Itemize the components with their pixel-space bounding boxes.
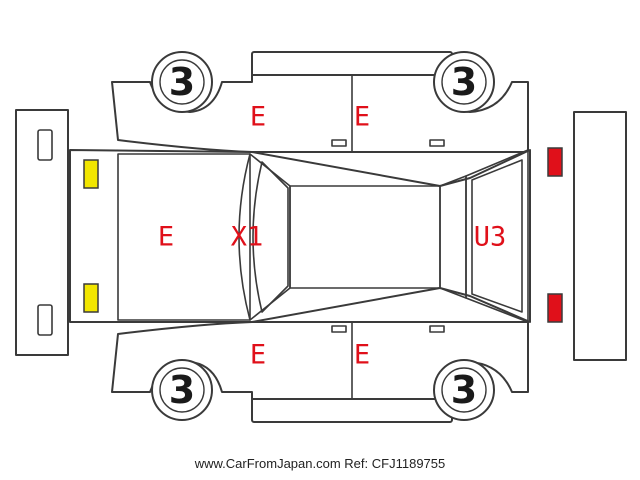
- wheel-front-right: 3: [151, 359, 213, 421]
- wheel-rear-right-grade: 3: [451, 368, 477, 412]
- wheel-rear-left: 3: [433, 51, 495, 113]
- damage-code-hood: E: [158, 222, 174, 253]
- rear-bumper: [573, 111, 627, 361]
- wheel-rear-right: 3: [433, 359, 495, 421]
- front-bumper: [15, 109, 69, 356]
- roof-side-bottom: [251, 397, 453, 423]
- roof-side-top: [251, 51, 453, 77]
- rear-left-light: [547, 147, 563, 177]
- damage-code-rear-door-bottom: E: [354, 340, 370, 371]
- damage-code-front-door-top: E: [250, 102, 266, 133]
- wheel-front-left: 3: [151, 51, 213, 113]
- damage-code-tailgate: U3: [474, 222, 507, 253]
- wheel-front-left-grade: 3: [169, 60, 195, 104]
- damage-code-windshield: X1: [231, 222, 264, 253]
- footer-site: www.CarFromJapan.com: [194, 456, 341, 471]
- wheel-front-right-grade: 3: [169, 368, 195, 412]
- damage-code-front-door-bottom: E: [250, 340, 266, 371]
- front-left-light: [83, 159, 99, 189]
- damage-code-rear-door-top: E: [354, 102, 370, 133]
- footer-ref-value: CFJ1189755: [371, 456, 446, 471]
- footer-ref-label: Ref:: [344, 456, 369, 471]
- front-right-light: [83, 283, 99, 313]
- watermark-footer: www.CarFromJapan.com Ref: CFJ1189755: [0, 456, 640, 471]
- wheel-rear-left-grade: 3: [451, 60, 477, 104]
- rear-right-light: [547, 293, 563, 323]
- car-body-top-view: [69, 149, 531, 323]
